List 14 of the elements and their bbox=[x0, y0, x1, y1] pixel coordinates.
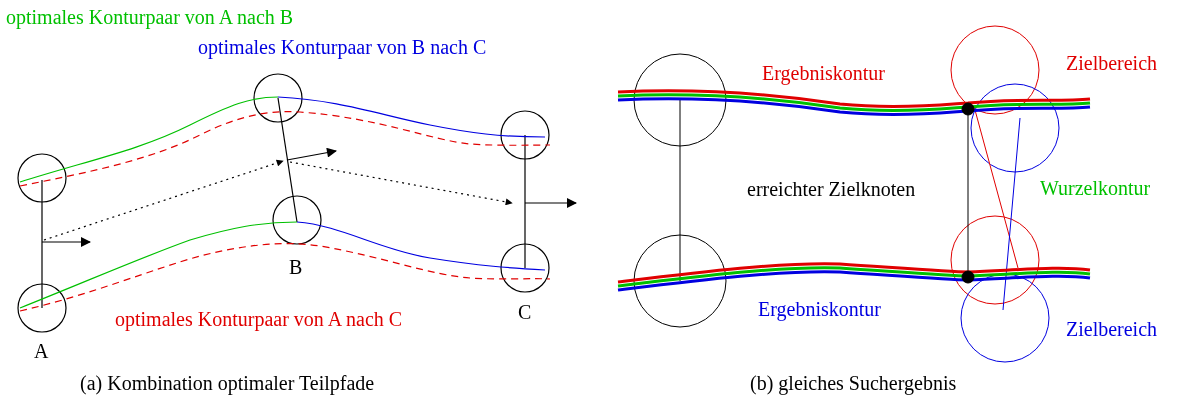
region-label: Zielbereich bbox=[1066, 52, 1158, 74]
contour-label: Ergebniskontur bbox=[762, 62, 885, 84]
point-label: B bbox=[289, 256, 303, 278]
region-label: Zielbereich bbox=[1066, 318, 1158, 340]
point-label: C bbox=[518, 301, 532, 323]
subfigure-caption: (a) Kombination optimaler Teilpfade bbox=[80, 372, 375, 394]
node-label: erreichter Zielknoten bbox=[747, 178, 916, 200]
curve-label: optimales Konturpaar von A nach B bbox=[6, 6, 294, 28]
point-label: A bbox=[34, 340, 49, 362]
curve-label: optimales Konturpaar von B nach C bbox=[198, 36, 487, 58]
subfigure-caption: (b) gleiches Suchergebnis bbox=[750, 372, 957, 394]
contour-label: Wurzelkontur bbox=[1040, 177, 1151, 199]
contour-label: Ergebniskontur bbox=[758, 298, 881, 320]
curve-label: optimales Konturpaar von A nach C bbox=[115, 308, 403, 330]
